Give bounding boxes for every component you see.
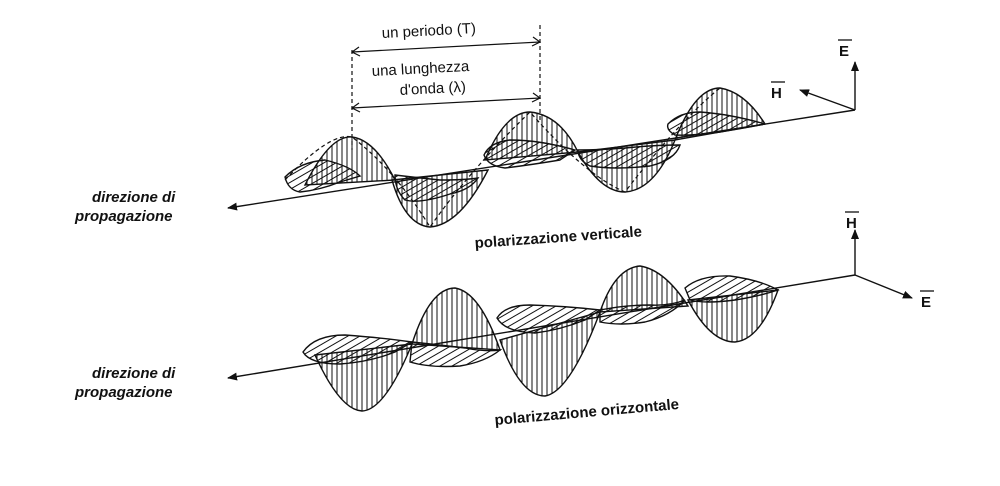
top-propagation-arrow bbox=[227, 109, 856, 211]
top-direction-label-line1: direzione di bbox=[92, 189, 176, 206]
wavelength-label-line2: d'onda (λ) bbox=[399, 79, 466, 99]
top-caption: polarizzazione verticale bbox=[474, 223, 642, 252]
bottom-h-axis-label: H bbox=[846, 215, 857, 232]
bottom-caption: polarizzazione orizzontale bbox=[494, 396, 680, 429]
bottom-direction-label-line1: direzione di bbox=[92, 365, 176, 382]
bottom-axes bbox=[851, 229, 913, 299]
top-h-axis-label: H bbox=[771, 85, 782, 102]
bottom-propagation-arrow bbox=[227, 274, 856, 381]
bottom-e-axis-label: E bbox=[921, 294, 931, 311]
bottom-h-field-lobes bbox=[313, 265, 780, 412]
top-e-axis-label: E bbox=[839, 43, 849, 60]
top-axes bbox=[799, 61, 859, 111]
bottom-e-axis-arrow bbox=[854, 274, 913, 299]
top-diagram: E H un periodo (T) una lunghezza d'onda … bbox=[74, 20, 859, 252]
top-h-axis-arrow bbox=[799, 89, 856, 111]
period-label: un periodo (T) bbox=[381, 20, 476, 42]
period-dimension bbox=[350, 25, 542, 150]
bottom-diagram: H E direzione di propagazione polarizzaz… bbox=[74, 211, 934, 429]
bottom-direction-label-line2: propagazione bbox=[74, 384, 173, 401]
top-direction-label-line2: propagazione bbox=[74, 208, 173, 225]
top-e-field-lobes bbox=[303, 87, 767, 228]
wavelength-label-line1: una lunghezza bbox=[371, 58, 470, 80]
